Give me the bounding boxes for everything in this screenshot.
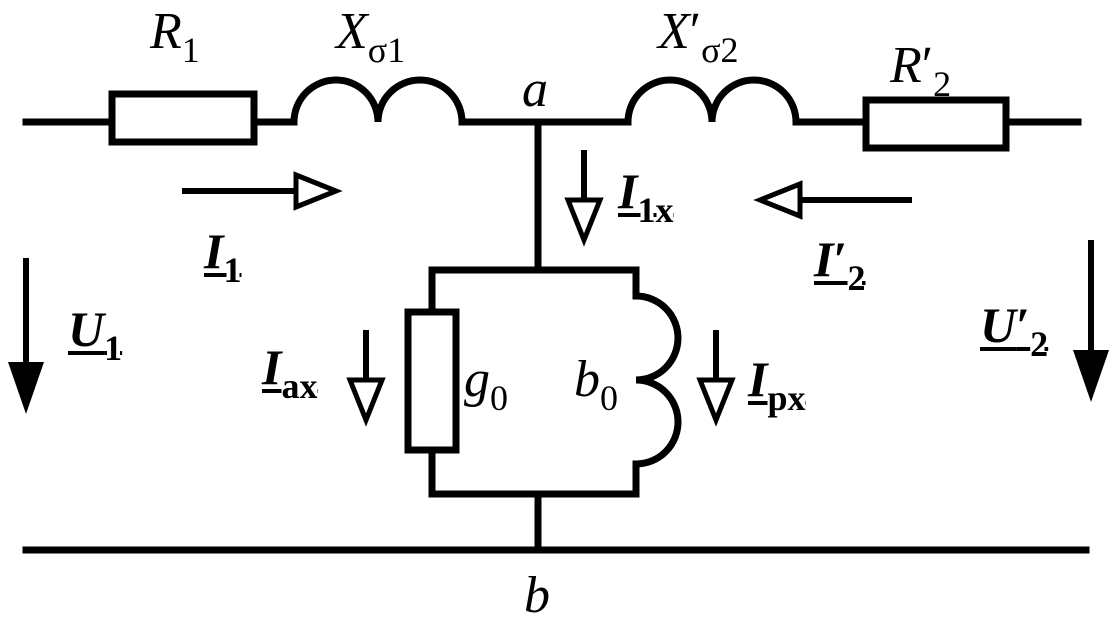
current-iax-arrowhead	[346, 377, 386, 427]
label-b0: b0	[574, 351, 618, 418]
label-xs1: Xσ1	[336, 3, 406, 70]
label-current-ipx: Ipx	[748, 351, 806, 418]
label-r1: R1	[150, 3, 200, 70]
label-node-b: b	[524, 567, 550, 624]
susceptance-b0	[635, 292, 682, 468]
label-current-i2: I′2	[814, 231, 866, 298]
conductance-g0	[404, 308, 460, 454]
resistor-r1	[108, 90, 258, 146]
label-current-i1: I1	[204, 223, 242, 290]
label-xs2: X′σ2	[658, 3, 739, 70]
label-voltage-u2: U′2	[980, 297, 1049, 364]
label-g0: g0	[464, 351, 508, 418]
label-current-iax: Iax	[262, 339, 318, 406]
current-ipx-arrowhead	[696, 377, 736, 427]
inductor-xs2	[624, 76, 800, 123]
inductor-xs1	[290, 76, 466, 123]
label-node-a: a	[522, 61, 548, 118]
resistor-r2	[862, 96, 1010, 152]
voltage-u1-arrowhead	[8, 362, 44, 414]
current-i2-arrowhead	[753, 180, 803, 220]
current-i1x-arrowhead	[564, 197, 604, 247]
label-voltage-u1: U1	[68, 301, 123, 368]
voltage-u2-arrowhead	[1073, 350, 1109, 402]
label-current-i1x: I1x	[618, 163, 674, 230]
label-r2: R′2	[890, 37, 952, 104]
current-i1-arrowhead	[293, 171, 343, 211]
